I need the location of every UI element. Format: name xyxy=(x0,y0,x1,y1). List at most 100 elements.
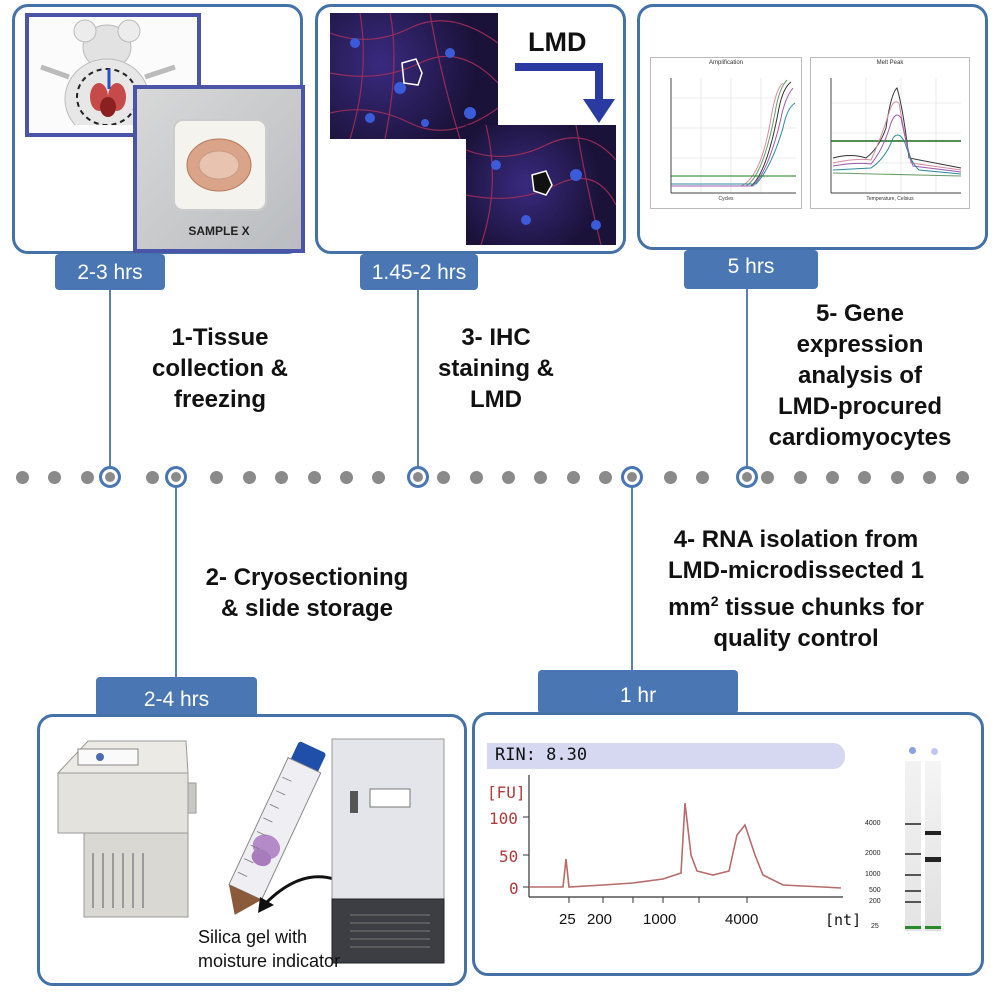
silica-line1: Silica gel with xyxy=(198,927,308,947)
time-tab-step4: 1 hr xyxy=(538,670,738,714)
ladder-25: 25 xyxy=(871,923,879,930)
lmd-arrow xyxy=(515,63,615,123)
step4-line1: 4- RNA isolation from xyxy=(673,526,919,553)
timeline-dot xyxy=(534,471,548,484)
time-tab-step1: 2-3 hrs xyxy=(55,254,165,290)
timeline-dot xyxy=(145,471,159,484)
timeline-step-marker xyxy=(621,466,643,488)
timeline-dot xyxy=(566,471,580,484)
panel-gene-expression: Amplification Cycles Melt Peak xyxy=(637,4,988,250)
timeline-dot xyxy=(502,471,515,484)
timeline-dot xyxy=(469,471,483,484)
timeline-dot xyxy=(307,471,321,484)
gel-well-sample xyxy=(931,748,938,755)
step3-line2: staining & xyxy=(437,355,554,382)
cryostat-illustration xyxy=(56,740,197,918)
melt-peak-plot: Melt Peak Temperature, Celsius xyxy=(810,57,970,209)
connector-step3 xyxy=(417,290,419,473)
timeline-dot xyxy=(340,471,353,484)
ladder-500: 500 xyxy=(869,887,881,894)
step1-line2: collection & xyxy=(151,355,289,382)
step4-unit: mm xyxy=(668,594,711,621)
connector-step5 xyxy=(746,289,748,474)
timeline-dot xyxy=(858,471,872,484)
step2-line1: 2- Cryosectioning xyxy=(205,564,409,591)
ladder-1000: 1000 xyxy=(865,871,881,878)
timeline xyxy=(0,462,996,492)
timeline-dot xyxy=(372,471,386,484)
timeline-dot xyxy=(890,471,904,484)
step2-line2: & slide storage xyxy=(220,595,394,622)
rin-value: RIN: 8.30 xyxy=(495,745,588,765)
step5-label: 5- Gene expression analysis of LMD-procu… xyxy=(740,298,980,453)
y-tick-100: 100 xyxy=(489,809,518,828)
ihc-image-after xyxy=(466,125,616,245)
gel-well-ladder xyxy=(909,747,916,754)
y-tick-50: 50 xyxy=(499,847,519,866)
pointer-arrow xyxy=(258,875,335,913)
timeline-dot xyxy=(16,471,29,484)
lmd-label: LMD xyxy=(528,27,587,57)
melt-peak-xlabel: Temperature, Celsius xyxy=(866,196,914,202)
timeline-dot xyxy=(955,471,969,484)
timeline-step-marker xyxy=(736,466,758,488)
timeline-dot xyxy=(696,471,710,484)
panel-rna-quality: RIN: 8.30 [FU] 100 50 0 25 200 1000 4000… xyxy=(472,712,984,976)
step5-line4: LMD-procured xyxy=(778,393,942,420)
timeline-dot xyxy=(793,471,807,484)
rin-banner: RIN: 8.30 xyxy=(487,743,845,769)
timeline-dot xyxy=(826,471,839,484)
step2-label: 2- Cryosectioning & slide storage xyxy=(182,562,432,624)
timeline-dot xyxy=(275,471,289,484)
x-tick-200: 200 xyxy=(587,911,613,928)
ladder-200: 200 xyxy=(869,898,881,905)
step4-line2: LMD-microdissected 1 xyxy=(667,557,925,584)
connector-step1 xyxy=(109,290,111,473)
step5-line3: analysis of xyxy=(797,362,923,389)
connector-step4 xyxy=(631,484,633,678)
y-unit: [FU] xyxy=(487,783,526,802)
storage-tube-illustration xyxy=(228,741,326,915)
timeline-dot xyxy=(210,471,224,484)
x-tick-4000: 4000 xyxy=(725,911,759,928)
step4-line3: mm2 tissue chunks for xyxy=(636,586,956,623)
step4-line4: quality control xyxy=(713,625,879,652)
time-tab-step2: 2-4 hrs xyxy=(96,677,257,717)
step1-line1: 1-Tissue xyxy=(171,324,269,351)
step3-line3: LMD xyxy=(470,386,522,413)
tissue-block xyxy=(173,119,267,211)
amplification-plot: Amplification Cycles xyxy=(650,57,802,209)
cryomold-photo: SAMPLE X xyxy=(133,85,305,253)
timeline-dot xyxy=(599,471,613,484)
ihc-image-before xyxy=(330,13,498,139)
step5-line1: 5- Gene xyxy=(815,300,905,327)
step5-line2: expression xyxy=(796,331,924,358)
panel-ihc-lmd: LMD xyxy=(315,4,626,254)
gel-lane-sample xyxy=(925,761,941,931)
amplification-title: Amplification xyxy=(708,60,743,66)
timeline-dot xyxy=(923,471,937,484)
step5-line5: cardiomyocytes xyxy=(768,424,952,451)
timeline-dot xyxy=(48,471,62,484)
ladder-2000: 2000 xyxy=(865,850,881,857)
silica-gel-label: Silica gel with moisture indicator xyxy=(198,925,340,973)
step4-line3-rest: tissue chunks for xyxy=(718,594,924,621)
timeline-dot xyxy=(664,471,677,484)
silica-line2: moisture indicator xyxy=(198,951,341,971)
time-tab-step3: 1.45-2 hrs xyxy=(360,254,478,290)
amplification-xlabel: Cycles xyxy=(718,196,734,202)
step3-line1: 3- IHC xyxy=(461,324,531,351)
electropherogram xyxy=(523,775,843,903)
panel-cryosectioning: Silica gel with moisture indicator xyxy=(37,714,467,986)
timeline-dot xyxy=(242,471,256,484)
gel-bands xyxy=(905,823,941,929)
timeline-dot xyxy=(437,471,451,484)
timeline-step-marker xyxy=(407,466,429,488)
timeline-step-marker xyxy=(99,466,121,488)
step1-label: 1-Tissue collection & freezing xyxy=(115,322,325,415)
step3-label: 3- IHC staining & LMD xyxy=(408,322,584,415)
freezer-illustration xyxy=(331,738,445,964)
step1-line3: freezing xyxy=(173,386,266,413)
sample-label: SAMPLE X xyxy=(188,224,250,238)
x-tick-1000: 1000 xyxy=(643,911,677,928)
